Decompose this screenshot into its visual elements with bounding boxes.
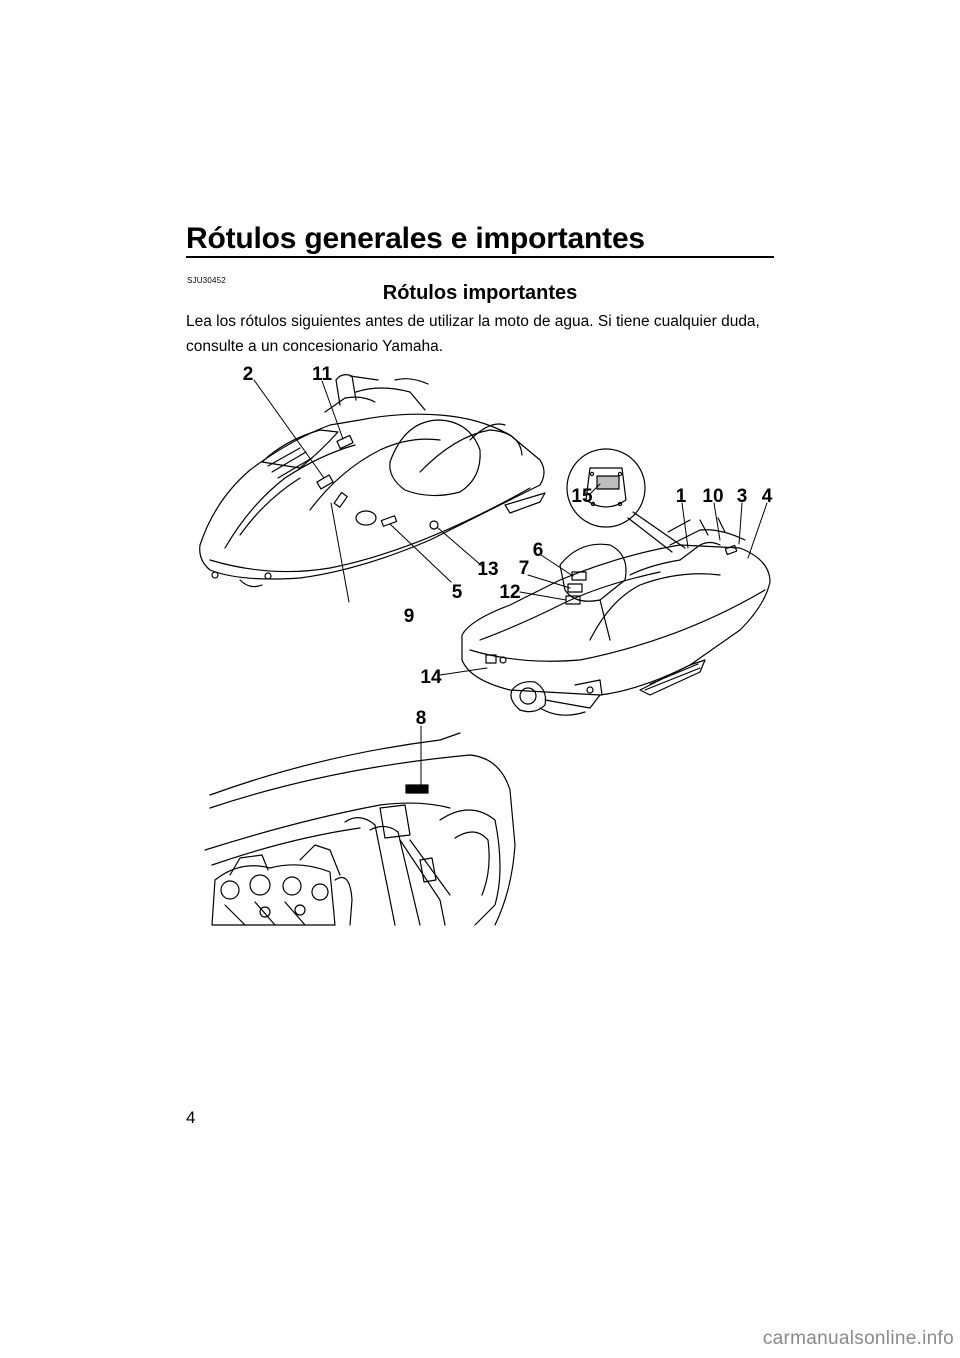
engine-compartment-view bbox=[204, 732, 516, 926]
callout-7: 7 bbox=[519, 558, 530, 579]
callout-10: 10 bbox=[702, 486, 723, 507]
callout-4: 4 bbox=[762, 486, 773, 507]
page-number: 4 bbox=[186, 1108, 196, 1127]
callout-5: 5 bbox=[452, 582, 463, 603]
callout-1: 1 bbox=[676, 486, 687, 507]
callout-9: 9 bbox=[404, 606, 415, 627]
body-paragraph: Lea los rótulos siguientes antes de util… bbox=[186, 313, 760, 355]
callout-13: 13 bbox=[477, 559, 498, 580]
callout-14: 14 bbox=[420, 667, 442, 688]
callout-12: 12 bbox=[499, 582, 520, 603]
watermark: carmanualsonline.info bbox=[762, 1328, 954, 1349]
section-code: SJU30452 bbox=[187, 276, 226, 285]
title-rule bbox=[186, 256, 774, 258]
watercraft-rear-view bbox=[461, 448, 771, 716]
callout-6: 6 bbox=[533, 540, 544, 561]
watercraft-front-view bbox=[199, 374, 546, 588]
watercraft-label-diagram: 2 11 15 1 10 3 4 6 13 7 12 5 9 14 8 bbox=[199, 364, 773, 926]
callout-11: 11 bbox=[312, 364, 333, 385]
leader-lines bbox=[253, 379, 768, 787]
callout-2: 2 bbox=[243, 364, 254, 385]
page-title: Rótulos generales e importantes bbox=[186, 222, 645, 255]
callout-numbers: 2 11 15 1 10 3 4 6 13 7 12 5 9 14 8 bbox=[243, 364, 773, 729]
section-heading: Rótulos importantes bbox=[382, 282, 578, 304]
callout-15: 15 bbox=[571, 486, 593, 507]
callout-3: 3 bbox=[737, 486, 748, 507]
callout-8: 8 bbox=[416, 708, 427, 729]
